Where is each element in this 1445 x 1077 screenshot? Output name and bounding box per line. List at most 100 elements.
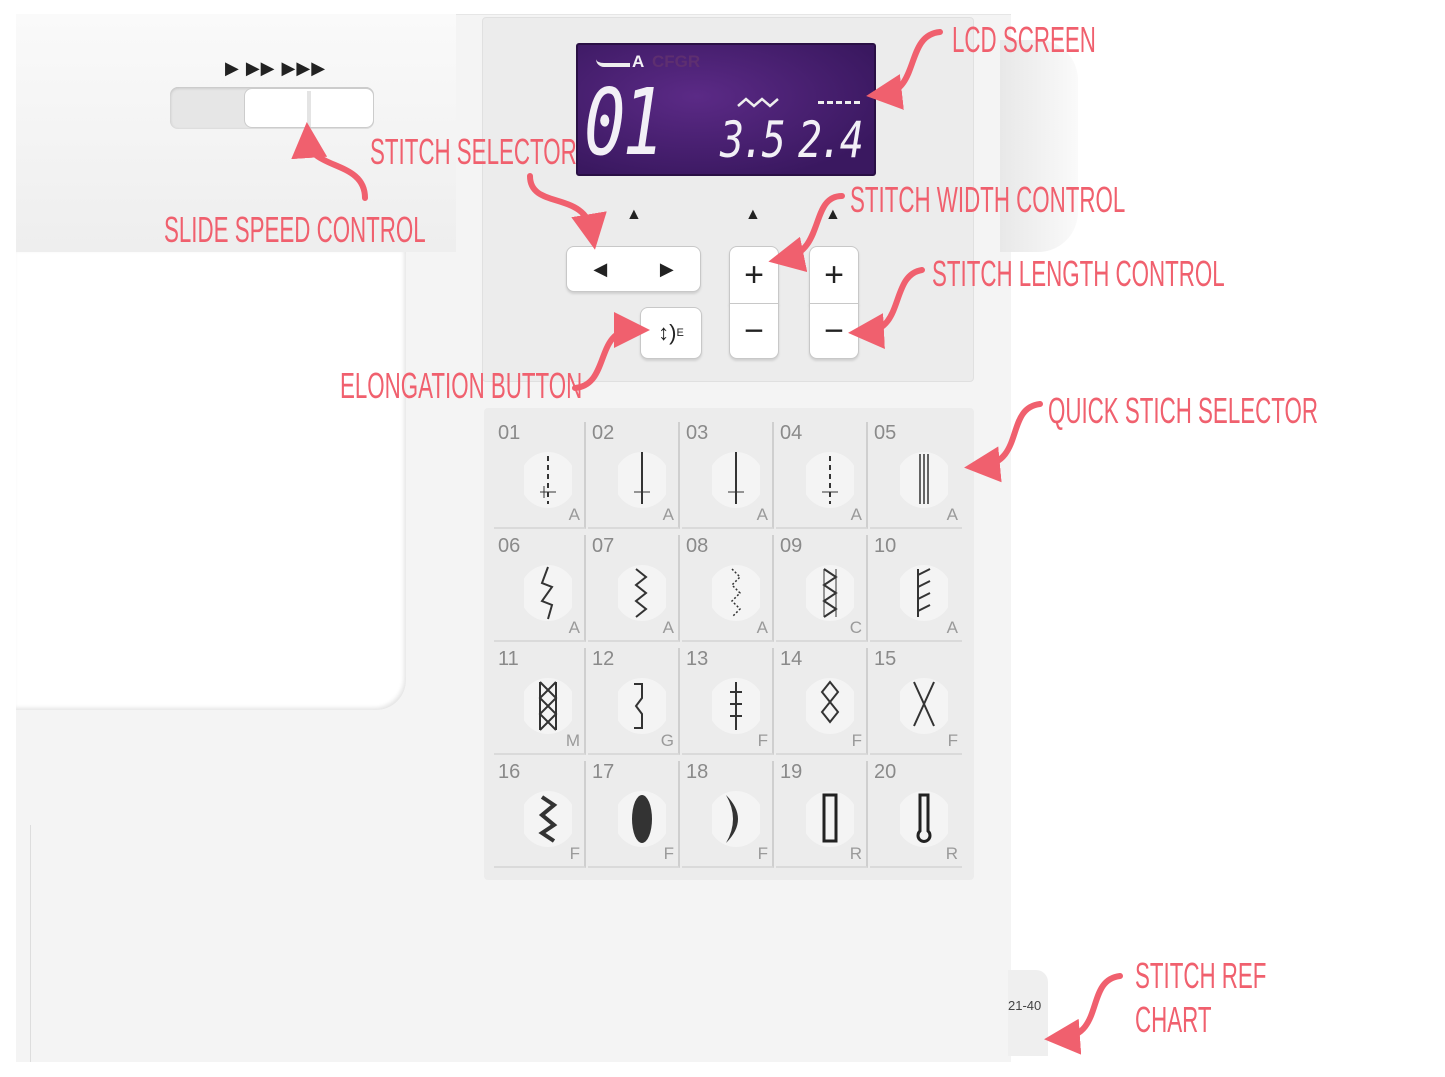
stitch-pattern-icon bbox=[618, 452, 666, 508]
lcd-stitch-width: 3.5 bbox=[720, 111, 786, 169]
stitch-button-13[interactable]: 13 F bbox=[682, 648, 774, 755]
stitch-pattern-icon bbox=[524, 678, 572, 734]
stitch-pattern-icon bbox=[712, 452, 760, 508]
stitch-pattern-icon bbox=[524, 791, 572, 847]
label-stitch-selector: STITCH SELECTOR bbox=[370, 131, 577, 172]
stitch-button-12[interactable]: 12 G bbox=[588, 648, 680, 755]
stitch-button-01[interactable]: 01 A bbox=[494, 422, 586, 529]
stitch-button-16[interactable]: 16 F bbox=[494, 761, 586, 868]
stitch-pattern-icon bbox=[618, 791, 666, 847]
label-slide-speed: SLIDE SPEED CONTROL bbox=[164, 209, 426, 250]
stitch-number: 13 bbox=[686, 648, 709, 670]
selector-arrow bbox=[527, 173, 607, 250]
stitch-button-03[interactable]: 03 A bbox=[682, 422, 774, 529]
presser-foot-letter: C bbox=[849, 618, 862, 637]
presser-foot-icon bbox=[596, 59, 630, 67]
selector-up-indicator: ▲ bbox=[626, 206, 642, 223]
length-dash-icon bbox=[818, 101, 860, 104]
stitch-number: 03 bbox=[686, 422, 709, 444]
presser-foot-letter: G bbox=[660, 731, 674, 750]
handwheel bbox=[1000, 40, 1078, 252]
stitch-pattern-icon bbox=[618, 678, 666, 734]
stitch-pattern-icon bbox=[806, 452, 854, 508]
lcd-inactive-modes: CFGR bbox=[652, 52, 701, 71]
presser-foot-letter: A bbox=[850, 505, 862, 524]
stitch-button-07[interactable]: 07 A bbox=[588, 535, 680, 642]
presser-foot-letter: A bbox=[946, 618, 958, 637]
stitch-pattern-icon bbox=[524, 565, 572, 621]
stitch-pattern-icon bbox=[712, 565, 760, 621]
label-lcd-screen: LCD SCREEN bbox=[952, 19, 1096, 60]
stitch-number: 04 bbox=[780, 422, 803, 444]
lcd-screen: A CFGR 01 3.5 2.4 bbox=[576, 43, 876, 176]
speed-marks: ▶ ▶▶ ▶▶▶ bbox=[225, 58, 327, 78]
stitch-pattern-icon bbox=[900, 452, 948, 508]
lcd-stitch-length: 2.4 bbox=[798, 111, 864, 169]
elongation-arrow bbox=[572, 312, 650, 391]
stitch-button-04[interactable]: 04 A bbox=[776, 422, 868, 529]
lcd-stitch-number: 01 bbox=[584, 69, 664, 176]
width-plus-button[interactable]: + bbox=[729, 246, 779, 304]
stitch-number: 14 bbox=[780, 648, 803, 670]
stitch-number: 20 bbox=[874, 761, 897, 783]
right-arrow-icon[interactable]: ▶ bbox=[659, 258, 674, 279]
left-arrow-icon[interactable]: ◀ bbox=[593, 258, 608, 279]
stitch-button-10[interactable]: 10 A bbox=[870, 535, 962, 642]
stitch-button-14[interactable]: 14 F bbox=[776, 648, 868, 755]
machine-opening bbox=[16, 252, 406, 710]
stitch-number: 07 bbox=[592, 535, 615, 557]
elongation-button[interactable]: ↕)E bbox=[640, 307, 702, 359]
stitch-button-06[interactable]: 06 A bbox=[494, 535, 586, 642]
presser-foot-letter: A bbox=[662, 618, 674, 637]
presser-foot-letter: A bbox=[756, 505, 768, 524]
stitch-number: 11 bbox=[498, 648, 519, 670]
stitch-button-17[interactable]: 17 F bbox=[588, 761, 680, 868]
stitch-number: 02 bbox=[592, 422, 615, 444]
length-arrow bbox=[848, 267, 925, 350]
presser-foot-letter: R bbox=[849, 844, 862, 863]
body-edge bbox=[30, 825, 46, 1062]
stitch-button-08[interactable]: 08 A bbox=[682, 535, 774, 642]
label-quick-stitch: QUICK STICH SELECTOR bbox=[1048, 390, 1318, 431]
stitch-number: 16 bbox=[498, 761, 521, 783]
stitch-pattern-icon bbox=[806, 678, 854, 734]
presser-foot-letter: A bbox=[568, 505, 580, 524]
stitch-button-05[interactable]: 05 A bbox=[870, 422, 962, 529]
ref-chart-range: 21-40 bbox=[1008, 998, 1042, 1013]
elongation-icon: ↕) bbox=[658, 320, 677, 345]
presser-foot-letter: A bbox=[946, 505, 958, 524]
stitch-number: 06 bbox=[498, 535, 521, 557]
presser-foot-letter: A bbox=[756, 618, 768, 637]
stitch-button-11[interactable]: 11 M bbox=[494, 648, 586, 755]
width-zigzag-icon bbox=[736, 95, 780, 113]
stitch-button-09[interactable]: 09 C bbox=[776, 535, 868, 642]
machine-arm bbox=[16, 14, 456, 252]
presser-foot-letter: F bbox=[757, 731, 768, 750]
stitch-button-02[interactable]: 02 A bbox=[588, 422, 680, 529]
ref-chart-arrow bbox=[1044, 973, 1123, 1055]
stitch-number: 15 bbox=[874, 648, 897, 670]
stitch-button-19[interactable]: 19 R bbox=[776, 761, 868, 868]
label-elongation: ELONGATION BUTTON bbox=[340, 365, 583, 406]
stitch-button-20[interactable]: 20 R bbox=[870, 761, 962, 868]
stitch-pattern-icon bbox=[806, 565, 854, 621]
stitch-pattern-icon bbox=[806, 791, 854, 847]
length-up-indicator: ▲ bbox=[825, 206, 841, 223]
stitch-pattern-icon bbox=[900, 565, 948, 621]
presser-foot-letter: F bbox=[663, 844, 674, 863]
label-ref-chart-2: CHART bbox=[1135, 999, 1212, 1040]
stitch-number: 19 bbox=[780, 761, 803, 783]
elongation-label: E bbox=[676, 327, 684, 339]
stitch-number: 12 bbox=[592, 648, 615, 670]
length-plus-button[interactable]: + bbox=[809, 246, 859, 304]
label-stitch-length: STITCH LENGTH CONTROL bbox=[932, 253, 1225, 294]
label-stitch-width: STITCH WIDTH CONTROL bbox=[850, 179, 1126, 220]
stitch-number: 05 bbox=[874, 422, 897, 444]
stitch-number: 08 bbox=[686, 535, 709, 557]
stitch-button-18[interactable]: 18 F bbox=[682, 761, 774, 868]
stitch-selector-button[interactable]: ◀ ▶ bbox=[566, 246, 701, 292]
stitch-button-15[interactable]: 15 F bbox=[870, 648, 962, 755]
width-minus-button[interactable]: − bbox=[729, 303, 779, 359]
